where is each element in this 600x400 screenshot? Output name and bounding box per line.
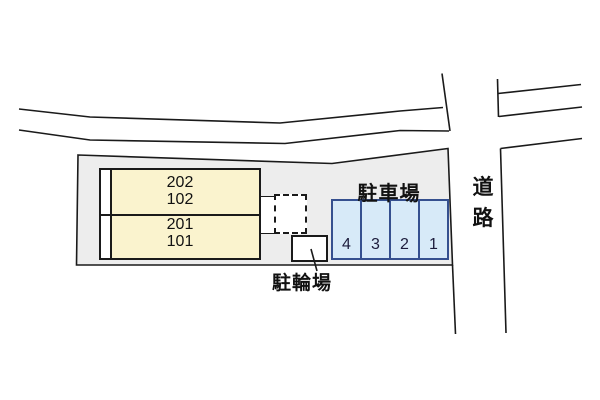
bicycle-parking-shed — [291, 235, 328, 262]
road-east-upper-line — [497, 83, 582, 95]
building-outline: 202 102 201 101 — [99, 168, 261, 260]
road-label-char-1: 道 — [472, 176, 494, 199]
road-vertical-left-upper-line — [441, 73, 451, 132]
road-vertical-left-lower-line — [451, 264, 457, 335]
parking-lot-label: 駐車場 — [357, 183, 421, 205]
bicycle-parking-label: 駐輪場 — [271, 273, 332, 294]
unit-number: 101 — [166, 233, 194, 250]
unit-label-201-101: 201 101 — [101, 216, 259, 250]
unit-number: 202 — [166, 174, 194, 191]
parking-stall-4: 4 — [342, 236, 351, 253]
road-label: 道 路 — [469, 177, 497, 230]
road-east-lower-line — [500, 137, 583, 150]
road-top-lower-line — [18, 129, 450, 145]
parking-stall-1: 1 — [418, 201, 447, 258]
parking-stall-block: 4 3 2 1 — [331, 199, 449, 260]
road-label-char-2: 路 — [472, 207, 494, 230]
parking-stall-2: 2 — [389, 201, 418, 258]
unit-number: 102 — [166, 191, 194, 208]
road-east-middle-line — [498, 106, 583, 118]
unit-label-202-102: 202 102 — [101, 174, 259, 208]
road-vertical-right-lower-line — [499, 148, 507, 334]
road-top-upper-line — [18, 106, 444, 124]
road-vertical-right-upper-line — [496, 78, 500, 118]
unit-number: 201 — [166, 216, 194, 233]
planned-structure-dashed-outline — [274, 194, 307, 234]
building-floor-divider — [101, 214, 259, 216]
parking-stall-3: 3 — [360, 201, 389, 258]
